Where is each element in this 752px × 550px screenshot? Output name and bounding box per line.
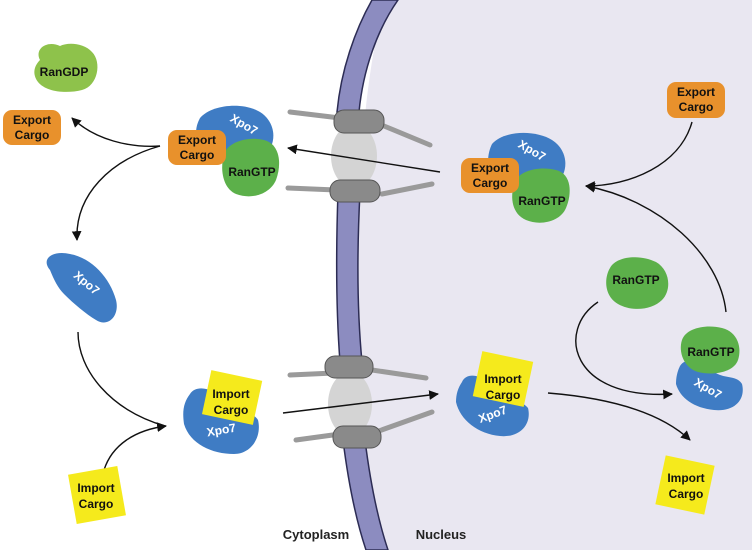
rangdp-label: RanGDP [40, 65, 89, 79]
svg-text:Cargo: Cargo [79, 497, 114, 511]
arrow-export-through-pore [287, 144, 441, 173]
rangtp-free: RanGTP [606, 257, 669, 309]
nucleus-region [357, 0, 752, 550]
cytoplasm-label: Cytoplasm [283, 527, 349, 542]
arrow-import-cargo-up [103, 422, 167, 471]
arrow-to-free-xpo7 [71, 145, 161, 241]
arrow-import-release [547, 392, 691, 441]
arrow-nuclear-export-cargo-in [585, 121, 693, 191]
arrow-import-through-pore [282, 390, 439, 414]
svg-text:Import: Import [212, 387, 249, 401]
svg-text:Cargo: Cargo [473, 176, 508, 190]
rangdp: RanGDP [34, 43, 98, 92]
svg-text:Export: Export [13, 113, 51, 127]
svg-text:Export: Export [178, 133, 216, 147]
export-cargo-released: Export Cargo [3, 110, 61, 145]
arrow-xpo7-down [77, 331, 166, 427]
svg-text:Cargo: Cargo [180, 148, 215, 162]
svg-text:Cargo: Cargo [214, 403, 249, 417]
envelope-segment-bottom [342, 439, 389, 550]
nuclear-pore-top [285, 109, 435, 203]
envelope-segment-middle [335, 191, 363, 363]
export-complex-cytoplasm: Xpo7 RanGTP Export Cargo [168, 105, 280, 197]
import-cargo-released-nucleus: Import Cargo [655, 455, 715, 515]
nuclear-pore-bottom [287, 355, 435, 449]
import-complex-cytoplasm: Xpo7 Import Cargo [183, 370, 263, 454]
arrow-to-export-release [71, 117, 161, 147]
svg-text:Cargo: Cargo [486, 388, 521, 402]
import-cargo-free-cytoplasm: Import Cargo [68, 466, 126, 524]
rangtp-label: RanGTP [228, 165, 275, 179]
import-complex-nucleus: Xpo7 Import Cargo [456, 351, 534, 437]
arrow-rangtp-binding [575, 301, 673, 400]
svg-text:Import: Import [667, 471, 704, 485]
export-cargo-nucleus: Export Cargo [667, 82, 725, 118]
svg-text:Export: Export [677, 85, 715, 99]
svg-text:Cargo: Cargo [679, 100, 714, 114]
svg-text:Import: Import [484, 372, 521, 386]
svg-text:Cargo: Cargo [15, 128, 50, 142]
svg-text:Cargo: Cargo [669, 487, 704, 501]
rangtp-label: RanGTP [687, 345, 734, 359]
export-complex-nucleus: Xpo7 RanGTP Export Cargo [461, 132, 570, 223]
rangtp-label: RanGTP [612, 273, 659, 287]
arrow-recycle-to-export [585, 182, 727, 313]
xpo7-rangtp-complex: Xpo7 RanGTP [676, 326, 743, 411]
xpo7-label: Xpo7 [206, 421, 238, 440]
nucleus-label: Nucleus [416, 527, 467, 542]
svg-text:Export: Export [471, 161, 509, 175]
xpo7-free: Xpo7 [46, 252, 117, 323]
svg-text:Import: Import [77, 481, 114, 495]
arrows [71, 117, 727, 471]
rangtp-label: RanGTP [518, 194, 565, 208]
